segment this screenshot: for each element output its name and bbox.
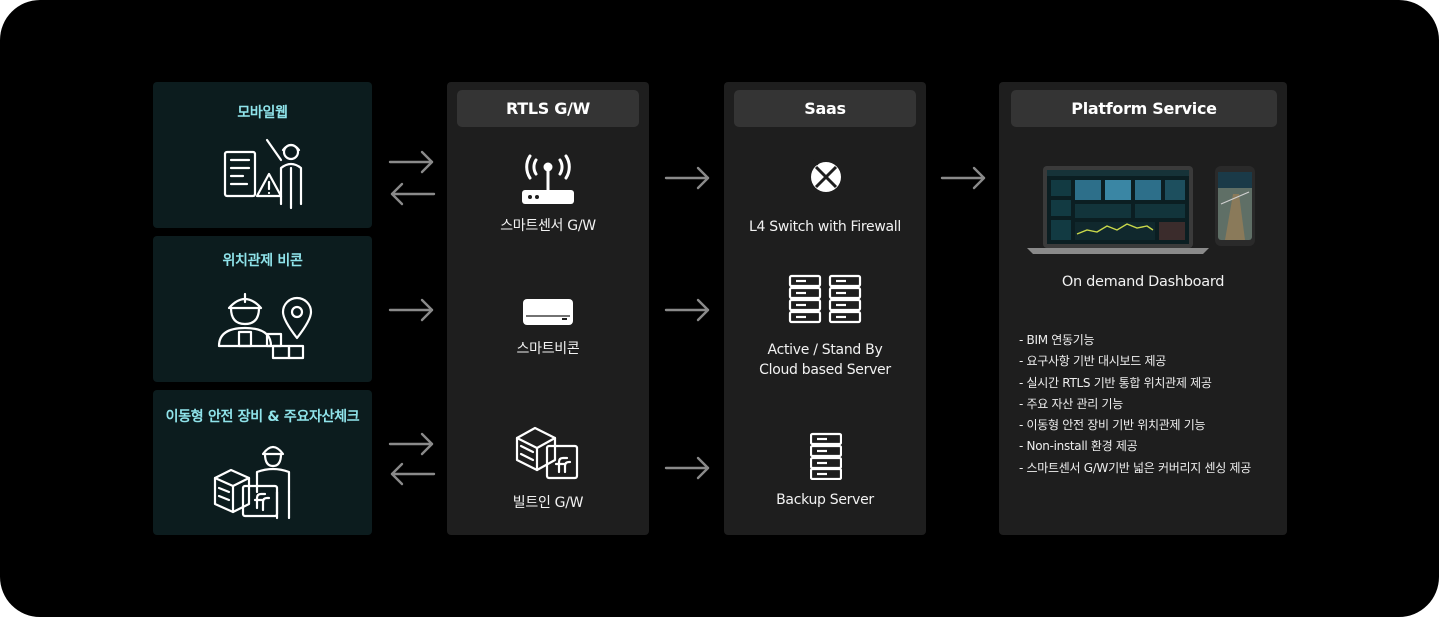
right-arrow-icon [664,166,710,190]
panel-header: RTLS G/W [457,90,639,127]
dashboard-label: On demand Dashboard [1061,274,1225,290]
dashboard-preview [1025,164,1257,254]
laptop-icon [1027,166,1255,254]
switch-icon [808,159,844,195]
device-title: 이동형 안전 장비 & 주요자산체크 [165,409,360,425]
feature-item: - 실시간 RTLS 기반 통합 위치관제 제공 [1019,375,1212,390]
worker-location-pin-icon [217,290,313,362]
right-arrow-icon [388,298,434,322]
worker-with-documents-icon [223,138,309,210]
feature-item: - 이동형 안전 장비 기반 위치관제 기능 [1019,418,1206,433]
bidirectional-arrow-icon [388,150,436,206]
feature-item: - 스마트센서 G/W기반 넓은 커버리지 센싱 제공 [1019,460,1252,475]
saas-panel: Saas L4 Switch with Firewall [724,82,926,535]
device-card-mobile-safety: 이동형 안전 장비 & 주요자산체크 [153,390,372,535]
panel-header: Platform Service [1011,90,1277,127]
feature-item: - Non-install 환경 제공 [1019,439,1138,454]
gateway-item-label: 스마트센서 G/W [500,218,596,234]
bidirectional-arrow-icon [388,432,436,486]
feature-list: - BIM 연동기능 - 요구사항 기반 대시보드 제공 - 실시간 RTLS … [1019,330,1251,479]
server-rack-icon [788,274,862,324]
feature-item: - 주요 자산 관리 기능 [1019,396,1124,411]
wifi-router-icon [520,154,576,208]
device-title: 모바일웹 [237,105,288,121]
panel-header: Saas [734,90,916,127]
feature-item: - 요구사항 기반 대시보드 제공 [1019,354,1166,369]
platform-panel: Platform Service [999,82,1287,535]
gateway-item-label: 빌트인 G/W [512,495,584,511]
builtin-gateway-icon [515,426,581,482]
saas-item-label: Active / Stand By Cloud based Server [759,342,891,378]
saas-item-label: Backup Server [776,492,874,508]
right-arrow-icon [664,298,710,322]
backup-server-icon [810,432,842,480]
device-title: 위치관제 비콘 [222,253,303,269]
right-arrow-icon [940,166,986,190]
saas-item-label: L4 Switch with Firewall [749,219,901,235]
device-card-mobile-web: 모바일웹 [153,82,372,228]
gateway-panel: RTLS G/W 스마트센서 G/W 스마트비콘 [447,82,649,535]
right-arrow-icon [664,456,710,480]
beacon-device-icon [522,298,574,326]
feature-item: - BIM 연동기능 [1019,333,1095,347]
worker-with-equipment-icon [213,438,305,522]
device-card-location-beacon: 위치관제 비콘 [153,236,372,382]
gateway-item-label: 스마트비콘 [516,341,580,357]
